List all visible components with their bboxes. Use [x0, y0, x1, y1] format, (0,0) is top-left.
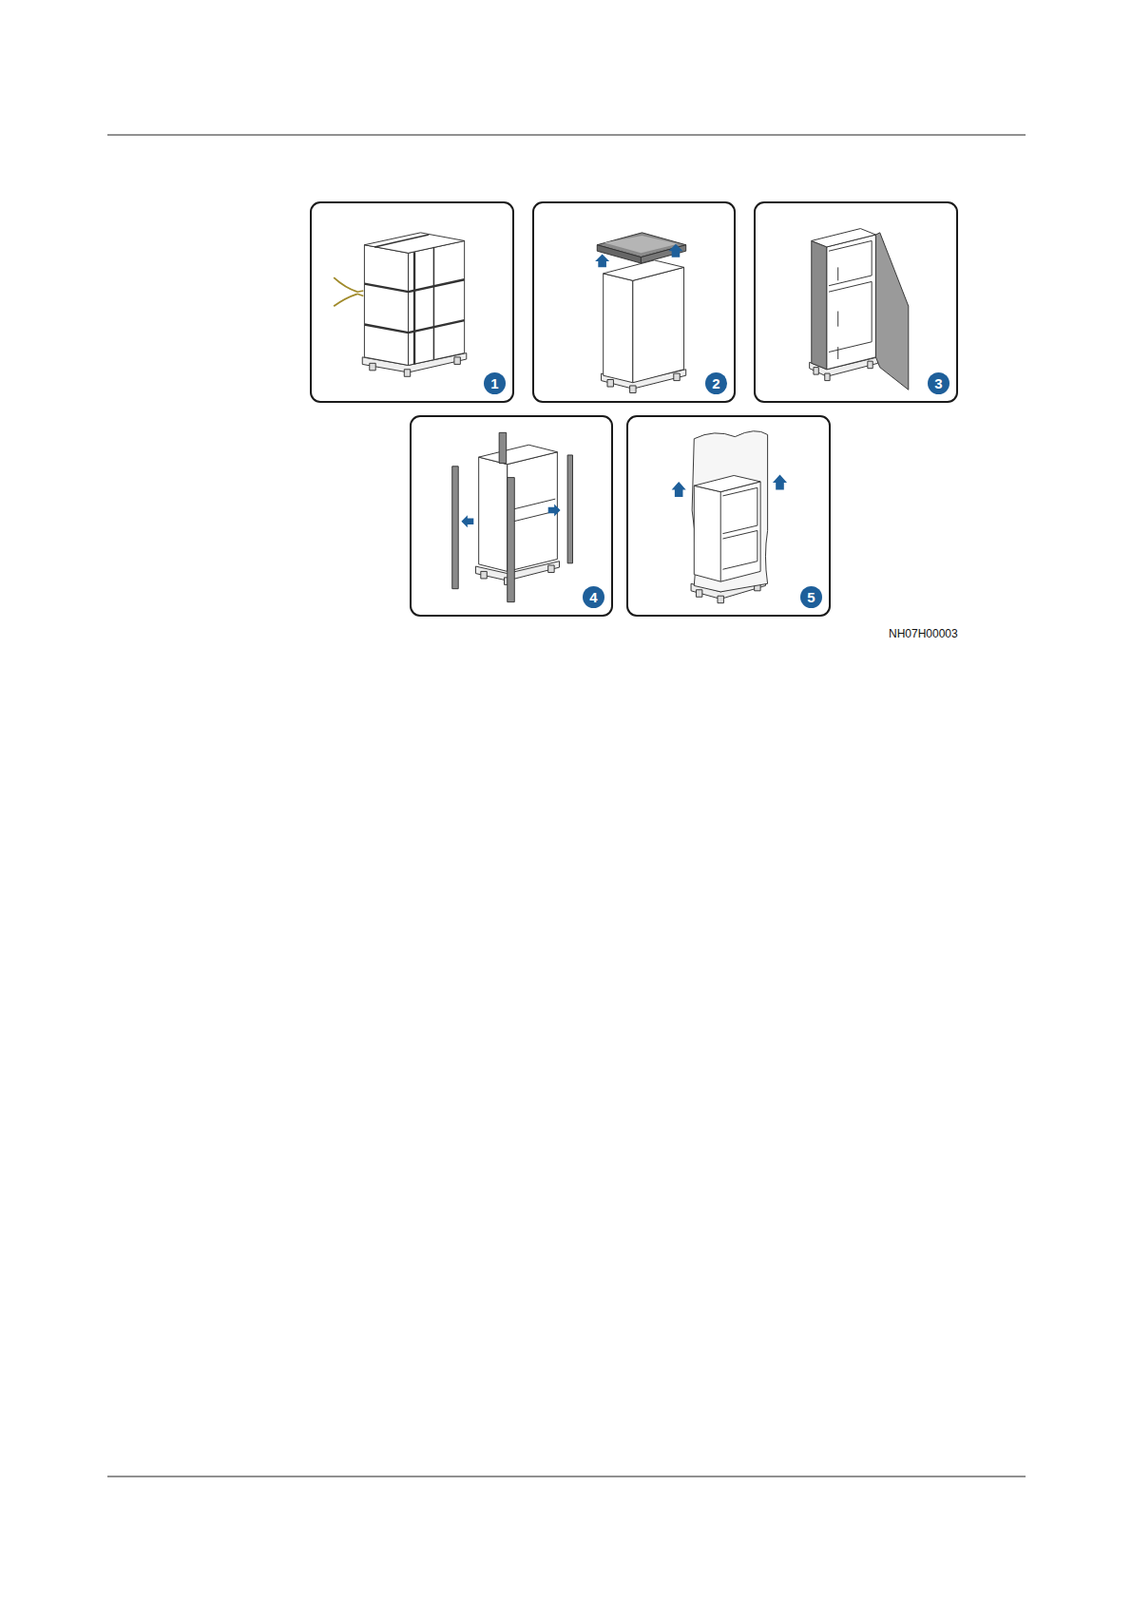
bag-removal [671, 431, 787, 604]
step-panel: 1 [309, 201, 515, 403]
corner-guard-removal [452, 432, 574, 602]
lid-removal [594, 232, 687, 394]
callout-number: 4 [582, 586, 605, 609]
side-board-opening [809, 229, 909, 391]
step-panel: 3 [753, 201, 959, 403]
step-panel: 5 [626, 415, 831, 617]
callout-number: 3 [927, 372, 950, 395]
callout-number: 2 [705, 372, 728, 395]
callout-number: 5 [800, 586, 823, 609]
callout-number: 1 [483, 372, 506, 395]
strapped-carton [333, 232, 467, 377]
footer-rule [107, 1477, 1026, 1478]
header-rule [107, 134, 1026, 136]
step-panel: 4 [409, 415, 614, 617]
figure-code: NH07H00003 [888, 627, 959, 641]
step-panel: 2 [532, 201, 736, 403]
